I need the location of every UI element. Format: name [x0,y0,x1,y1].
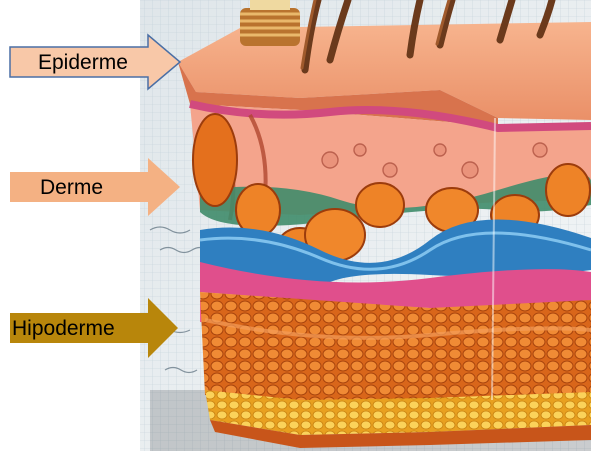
hypodermis-fat-cells [200,292,591,408]
dermis-label: Derme [40,177,103,198]
hypodermis-label: Hipoderme [12,318,115,339]
epidermis-label: Epiderme [38,52,128,73]
